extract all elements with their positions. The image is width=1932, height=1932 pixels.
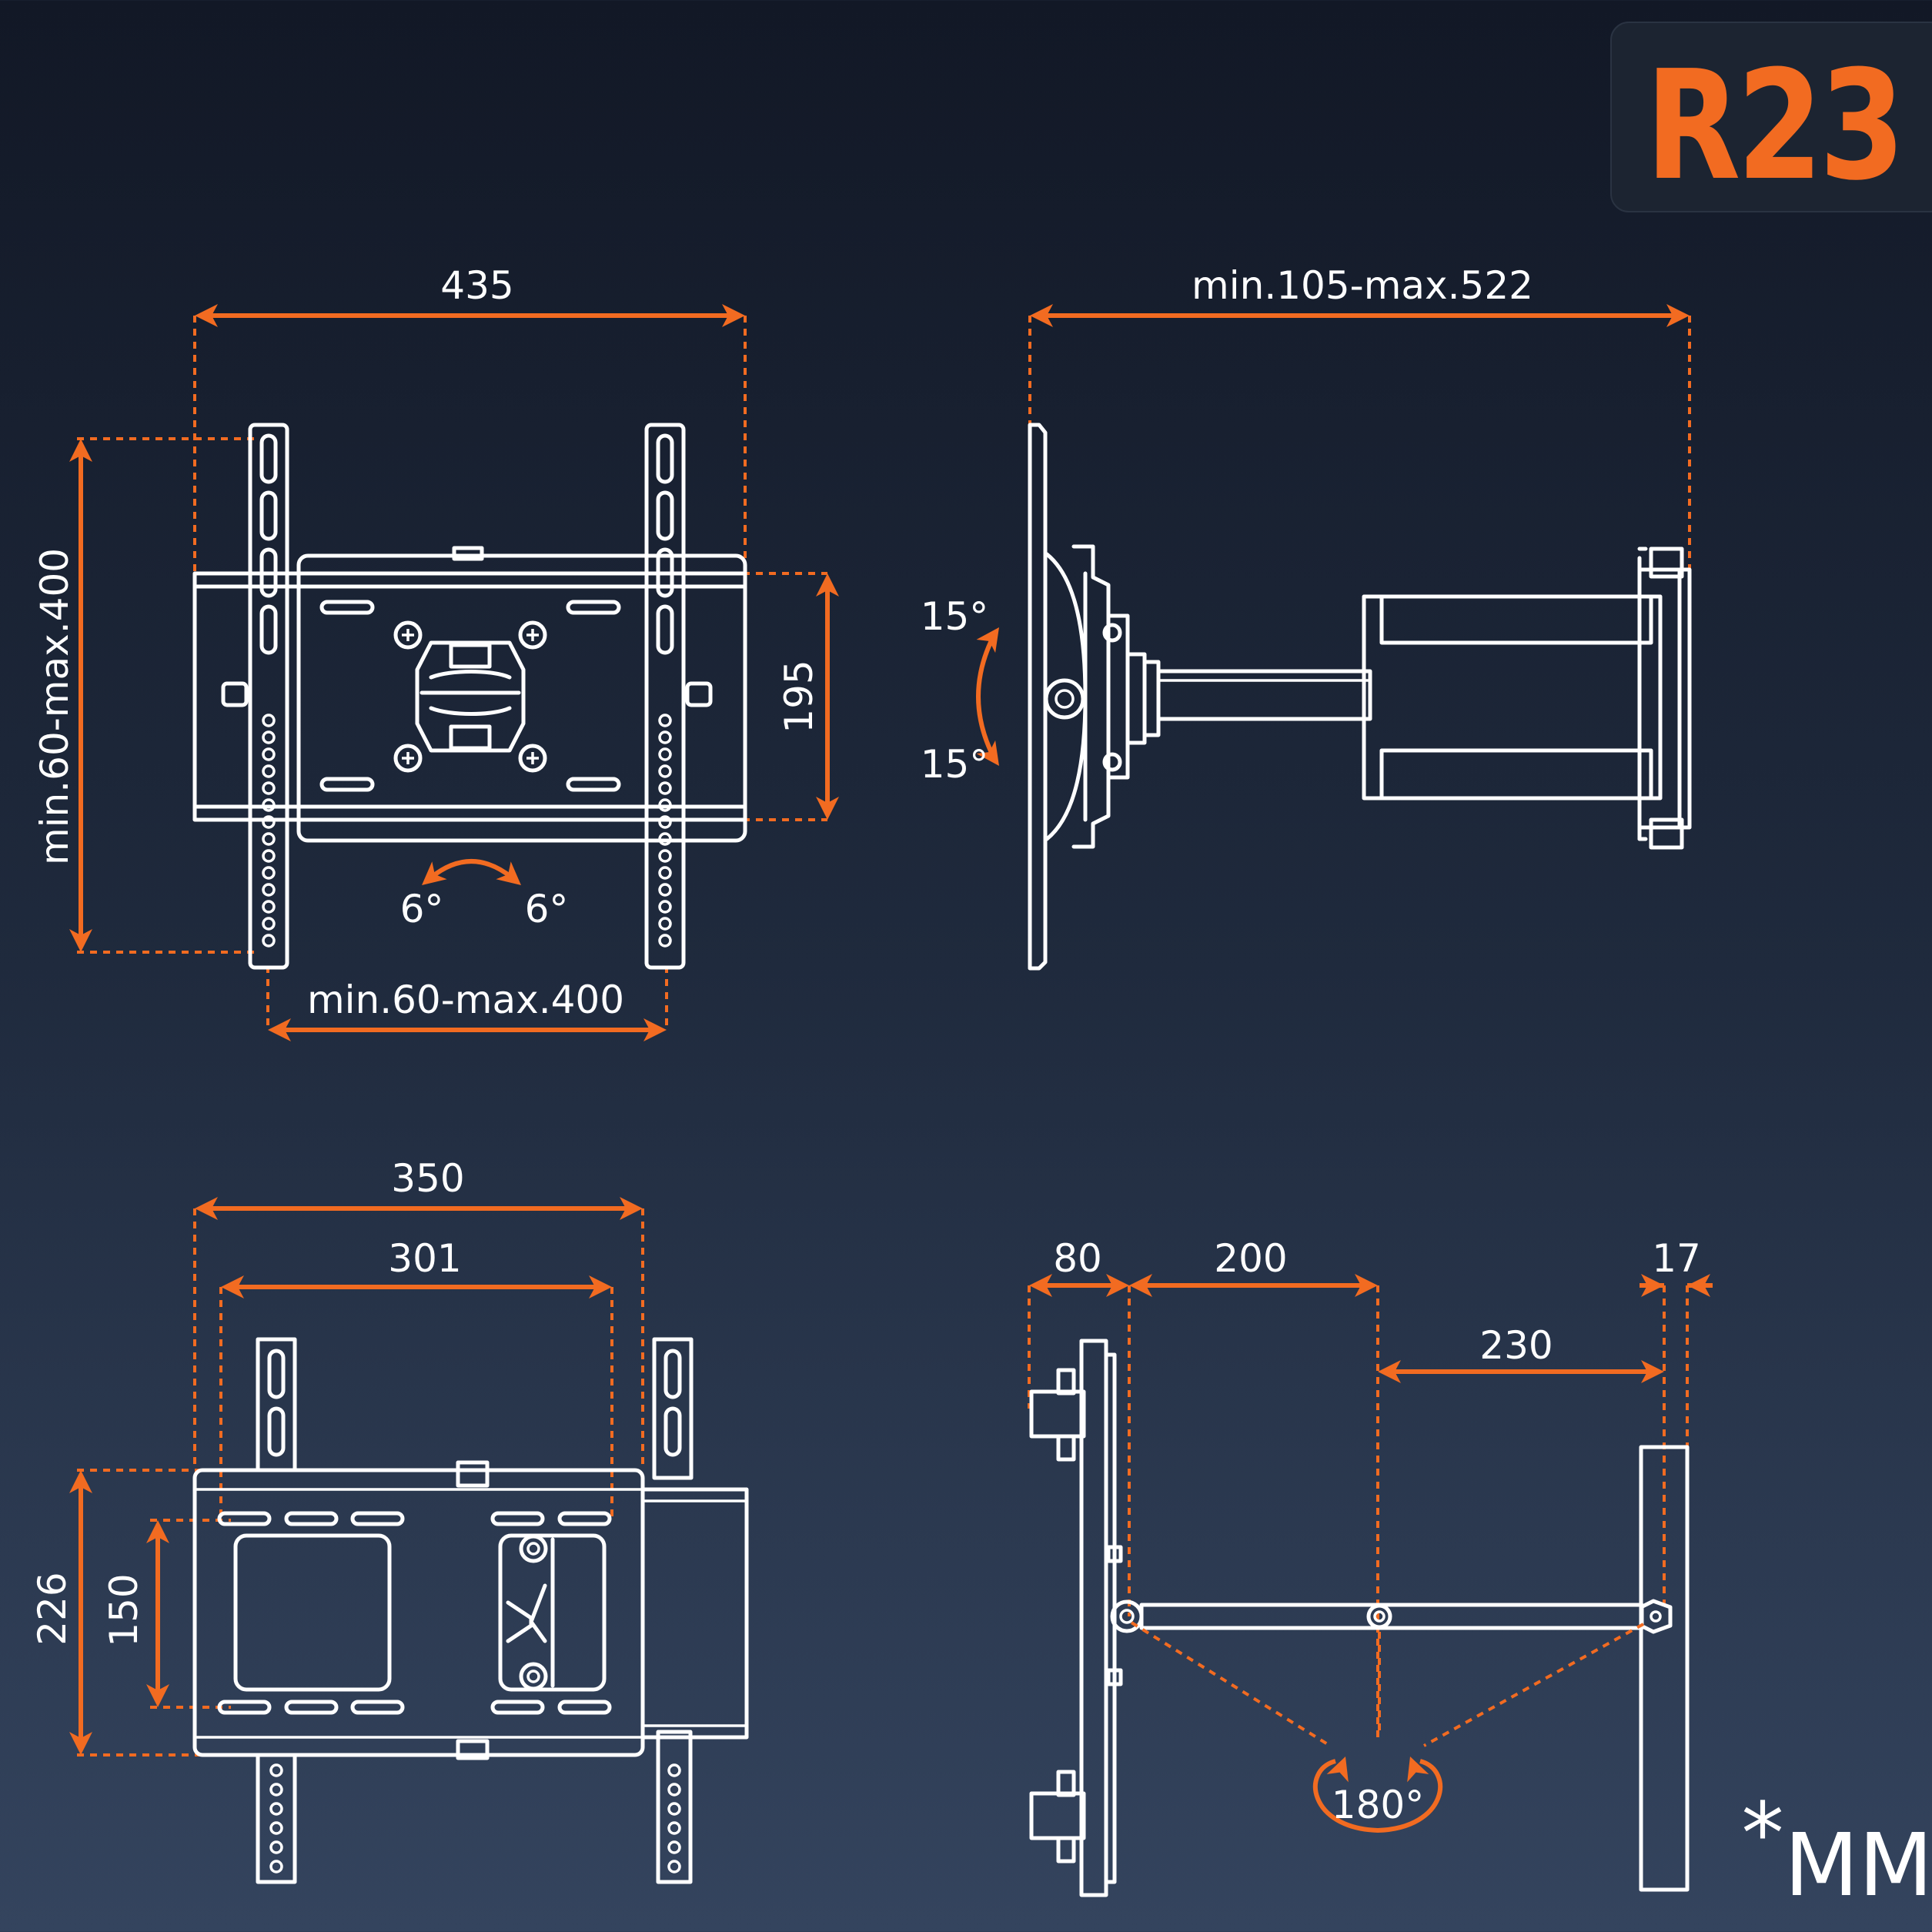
arm-box [640,1487,749,1740]
pivot-hub [415,640,526,753]
pivot-window [498,1533,607,1692]
tilt-down-label: 15° [921,742,989,787]
dimension-width-435: 435 [195,263,745,327]
wall-plate-profile [1637,547,1692,850]
width-label: 435 [440,263,513,308]
side-view: min.105-max.522 15° 15° [921,263,1692,971]
swivel-180: 180° [1313,1752,1442,1833]
wall-plate-top [1639,1445,1690,1892]
front-view: 435 min.60-max.400 195 6° 6° [32,263,839,1041]
arm-top [1110,1599,1673,1634]
top-view: 80 200 230 17 180° [1028,1236,1713,1897]
dimension-arm-segment-230: 230 [1378,1323,1664,1383]
plate-height-label: 195 [777,660,821,733]
plate-depth-label: 80 [1053,1236,1102,1281]
dimension-extension: min.105-max.522 [1030,263,1690,327]
tilt-arc: 6° 6° [400,859,569,931]
extension-label: min.105-max.522 [1192,263,1533,308]
bottom-plate [192,1468,645,1757]
vertical-range-label: min.60-max.400 [32,548,77,865]
arm-segment-label: 200 [1214,1236,1287,1281]
adapter-plate [192,571,747,822]
inner-height-label: 150 [102,1573,146,1646]
dimension-outer-height-226: 226 [30,1470,92,1755]
plate-cutout [233,1533,392,1692]
dimension-horizontal-range: min.60-max.400 [268,978,667,1041]
unit-label: MM [1784,1816,1932,1916]
tilt-head [1044,544,1161,849]
bottom-plate-slots [217,1511,612,1715]
tv-plate-profile [1028,423,1048,971]
dimension-wall-plate-17: 17 [1640,1236,1713,1297]
plate-tab [452,546,484,561]
dimension-inner-height-150: 150 [102,1520,169,1707]
upper-left-bracket [256,1337,297,1472]
inner-width-label: 301 [388,1236,461,1281]
unit-note: * MM [1742,1784,1932,1916]
outer-width-label: 350 [391,1156,464,1201]
unit-asterisk: * [1742,1784,1784,1883]
bottom-view: 350 301 226 150 [30,1156,749,1884]
tilt-left-label: 6° [400,887,444,931]
left-vertical-bracket [221,423,289,970]
lower-left-bracket [256,1753,297,1884]
lower-right-bracket [656,1730,693,1884]
arm-profile [1156,594,1663,801]
tilt-arc-side: 15° 15° [921,594,1009,787]
dimension-inner-width-301: 301 [221,1236,612,1299]
dimension-plate-height-195: 195 [777,573,839,820]
model-label: R23 [1645,38,1906,214]
tilt-up-label: 15° [921,594,989,639]
swivel-label: 180° [1332,1783,1424,1827]
dimension-outer-width-350: 350 [195,1156,643,1220]
wall-plate-label: 17 [1652,1236,1701,1281]
horizontal-range-label: min.60-max.400 [307,978,624,1022]
dimension-vertical-range: min.60-max.400 [32,439,92,952]
tilt-right-label: 6° [525,887,569,931]
model-badge: R23 [1610,22,1932,214]
right-vertical-bracket [644,423,713,970]
dimension-plate-depth-80: 80 [1029,1236,1129,1297]
tv-plate-top [1029,1339,1123,1897]
upper-right-bracket [652,1337,694,1480]
dimension-arm-segment-200: 200 [1129,1236,1378,1297]
plate-screws [393,620,547,773]
arm-segment-2-label: 230 [1479,1323,1553,1368]
outer-height-label: 226 [30,1572,75,1645]
